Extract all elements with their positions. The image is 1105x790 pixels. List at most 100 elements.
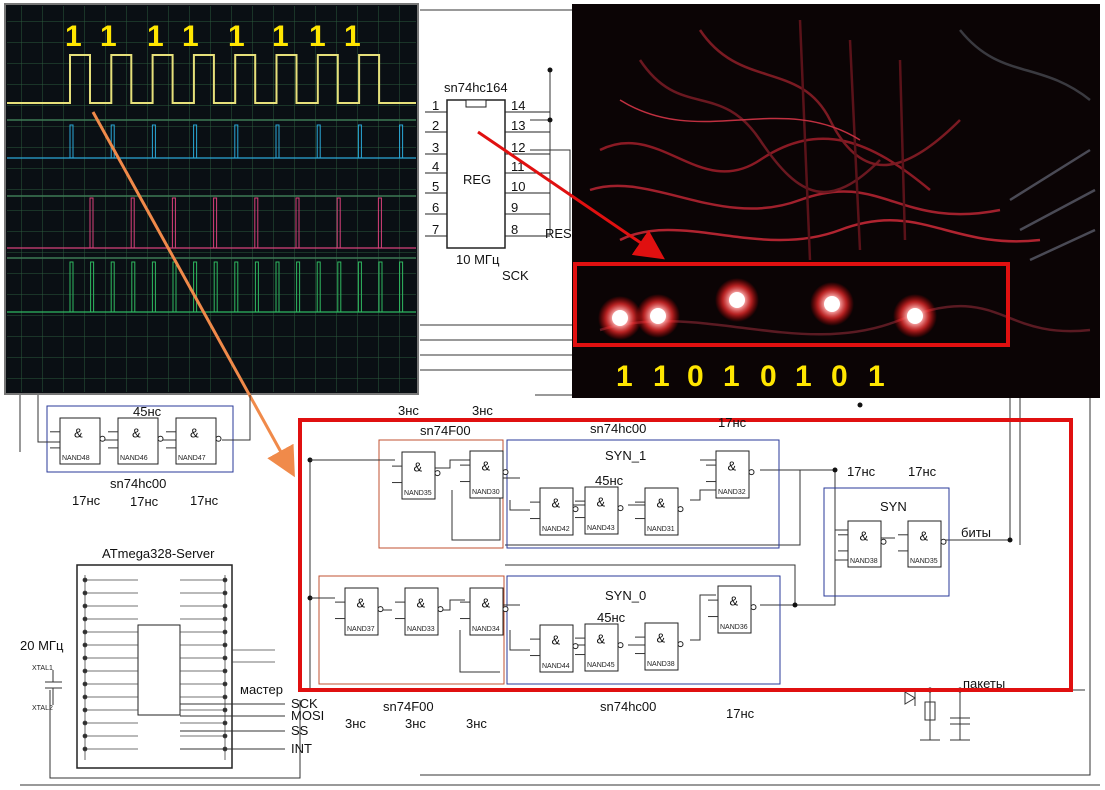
traceGreen-pulse — [234, 261, 239, 313]
delay-chain-delay-3: 17нс — [190, 493, 219, 508]
traceGreen-pulse — [151, 261, 156, 313]
svg-text:&: & — [132, 425, 141, 440]
register-pin-left-2: 2 — [432, 118, 439, 133]
svg-text:&: & — [657, 496, 666, 511]
register-name: REG — [463, 172, 491, 187]
traceGreen-pulse — [193, 261, 198, 313]
syn0-gate-2: &NAND33 — [395, 587, 444, 636]
syn0-gate-5-label: NAND45 — [587, 662, 615, 669]
led-row — [598, 278, 937, 340]
syn1-gate-4-label: NAND43 — [587, 525, 615, 532]
scope-trace-cyan — [7, 124, 416, 159]
traceCyan-pulse — [193, 124, 198, 159]
syn0-title: SYN_0 — [605, 588, 646, 603]
syn-delay-1: 17нс — [847, 464, 876, 479]
scope-bit-4: 1 — [182, 20, 199, 53]
syn1-gate-4: & NAND43 — [575, 486, 624, 535]
tracePink-pulse — [377, 197, 382, 249]
register-pin-right-7: 8 — [511, 222, 518, 237]
traceGreen-pulse — [378, 261, 383, 313]
photo-bit-1: 1 — [616, 360, 633, 393]
traceCyan-pulse — [275, 124, 280, 159]
led-core-4 — [824, 296, 840, 312]
syn1-gate-5-label: NAND31 — [647, 526, 675, 533]
scope-trace-yellow — [7, 54, 416, 104]
delay-gate-1-label: NAND48 — [62, 455, 90, 462]
delay-chain-delay-1: 17нс — [72, 493, 101, 508]
svg-text:&: & — [860, 528, 869, 543]
svg-text:&: & — [552, 496, 561, 511]
mcu-xtal2: XTAL2 — [32, 705, 53, 712]
svg-text:&: & — [414, 460, 423, 475]
delay-gate-2: &NAND46 — [108, 417, 164, 465]
svg-text:&: & — [597, 632, 606, 647]
register-sck-label: SCK — [502, 268, 529, 283]
led-core-5 — [907, 308, 923, 324]
syn0-gate-3-label: NAND34 — [472, 626, 500, 633]
mcu-signal-ss: SS — [291, 723, 309, 738]
svg-text:&: & — [190, 425, 199, 440]
svg-text:&: & — [482, 596, 491, 611]
scope-trace-pink — [7, 197, 416, 249]
led-core-3 — [729, 292, 745, 308]
syn1-gate-3: & NAND42 — [530, 487, 579, 536]
syn1-gate-3-label: NAND42 — [542, 526, 570, 533]
syn1-delay: 45нс — [595, 473, 624, 488]
syn0-gate-5: & NAND45 — [575, 623, 624, 672]
register-title: sn74hc164 — [444, 80, 508, 95]
delay-chain-part: sn74hc00 — [110, 476, 166, 491]
syn0-gate-1: &NAND37 — [335, 587, 384, 636]
register-pin-right-5: 10 — [511, 179, 525, 194]
register-pin-left-7: 7 — [432, 222, 439, 237]
scope-bit-3: 1 — [147, 20, 164, 53]
mcu-signal-int: INT — [291, 741, 312, 756]
scope-bit-7: 1 — [309, 20, 326, 53]
traceGreen-pulse — [90, 261, 95, 313]
photo-bit-6: 1 — [795, 360, 812, 393]
scope-bit-6: 1 — [272, 20, 289, 53]
syn1-title: SYN_1 — [605, 448, 646, 463]
mcu-signal-sck: SCK — [291, 696, 318, 711]
svg-text:&: & — [597, 495, 606, 510]
sync-upper-part: sn74F00 — [420, 423, 471, 438]
svg-text:&: & — [552, 633, 561, 648]
tracePink-pulse — [213, 197, 218, 249]
svg-text:&: & — [357, 596, 366, 611]
syn-gate-2-label: NAND35 — [910, 558, 938, 565]
syn0-gate-2-label: NAND33 — [407, 626, 435, 633]
traceGreen-pulse — [213, 261, 218, 313]
register-pin-right-1: 14 — [511, 98, 525, 113]
red-arrow — [477, 130, 665, 260]
register-pin-right-6: 9 — [511, 200, 518, 215]
photo-bit-7: 0 — [831, 360, 848, 393]
syn-gate-1: & NAND38 — [838, 520, 887, 568]
photo-wires — [589, 19, 1096, 336]
packets-label: пакеты — [963, 676, 1005, 691]
photo-bit-3: 0 — [687, 360, 704, 393]
traceCyan-pulse — [357, 124, 362, 159]
tracePink-pulse — [336, 197, 341, 249]
syn1-gate-1: &NAND35 — [392, 451, 441, 500]
traceCyan-pulse — [151, 124, 156, 159]
delay-chain-delay-2: 17нс — [130, 494, 159, 509]
register-clock: 10 МГц — [456, 252, 500, 267]
svg-text:&: & — [728, 459, 737, 474]
mcu-signal-mosi: MOSI — [291, 708, 324, 723]
led-highlight-box — [573, 262, 1010, 347]
traceCyan-pulse — [316, 124, 321, 159]
traceGreen-pulse — [131, 261, 136, 313]
traceGreen-pulse — [316, 261, 321, 313]
master-label: мастер — [240, 682, 283, 697]
sync-bottom-part: sn74F00 — [383, 699, 434, 714]
syn-gate-1-label: NAND38 — [850, 558, 878, 565]
tracePink-pulse — [295, 197, 300, 249]
rc-network — [904, 690, 970, 741]
syn1-gate-2-label: NAND30 — [472, 489, 500, 496]
delay-chain-total: 45нс — [133, 404, 162, 419]
delay-gate-1: &NAND48 — [50, 417, 106, 465]
